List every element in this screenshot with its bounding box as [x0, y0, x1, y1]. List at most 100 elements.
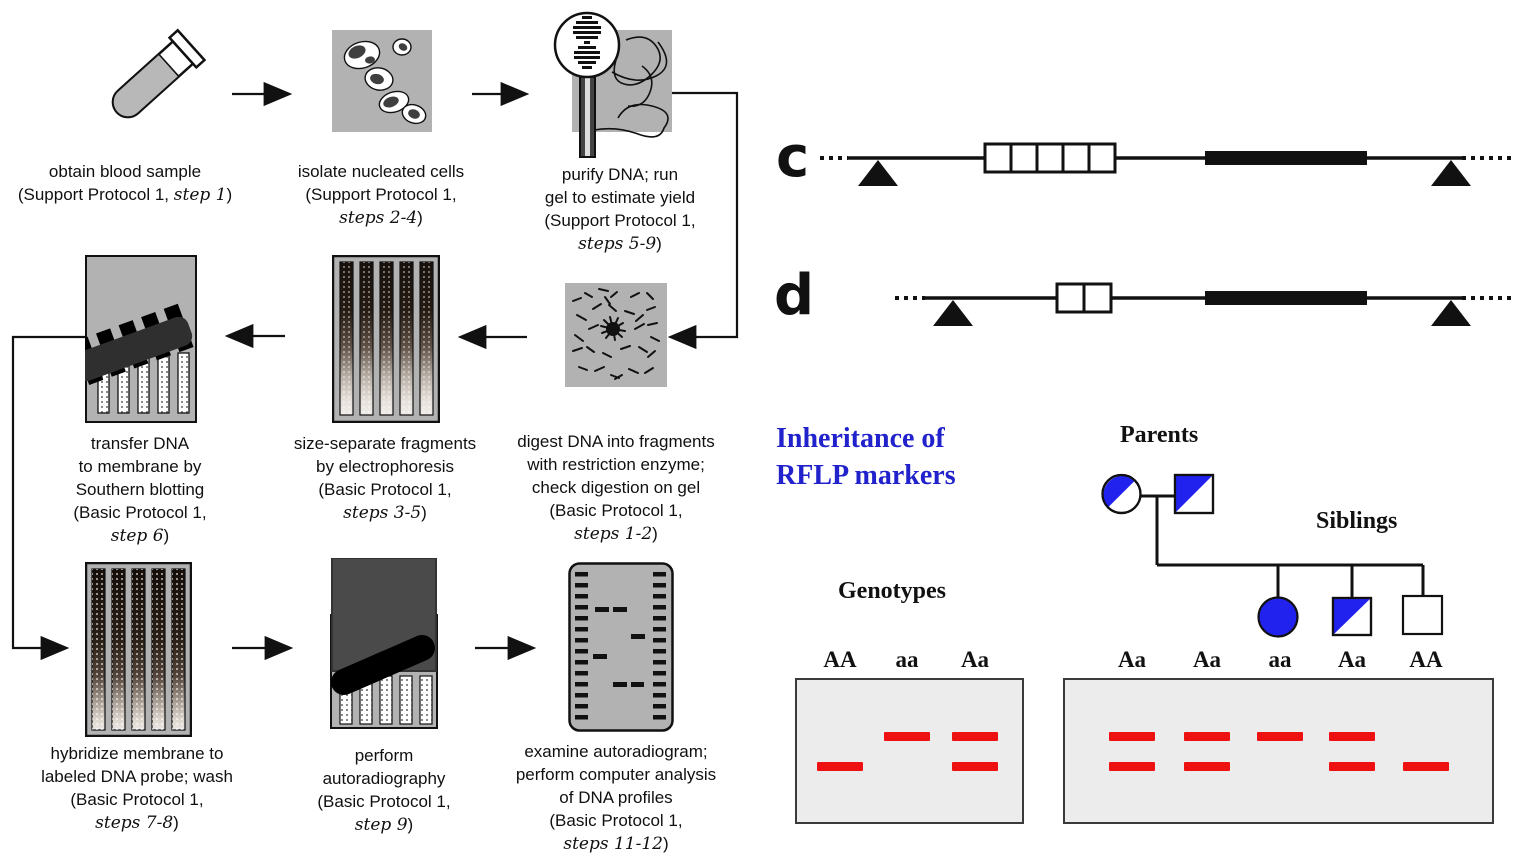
flowchart-connectors: [11, 81, 739, 661]
gel-band-low: [1184, 762, 1230, 771]
caption-line: labeled DNA probe; wash: [41, 767, 233, 786]
caption-line: hybridize membrane to: [50, 744, 224, 763]
caption-line: steps 7-8): [95, 813, 179, 833]
gel-band-low: [952, 762, 998, 771]
caption-line: (Support Protocol 1, step 1): [17, 185, 233, 205]
caption-line: isolate nucleated cells: [297, 162, 465, 181]
caption-line: steps 11-12): [563, 834, 669, 854]
caption-line: (Basic Protocol 1,: [549, 501, 683, 520]
caption-line: Southern blotting: [75, 480, 205, 499]
lane-genotype-label: Aa: [960, 647, 990, 672]
caption-line: steps 5-9): [578, 234, 662, 254]
electrophoresis-gel-illustration: [332, 255, 440, 423]
step-caption-separate: size-separate fragments by electrophoresi…: [272, 432, 498, 525]
map-c-probe-segment: [1205, 151, 1367, 165]
lane-genotype-label: Aa: [1337, 647, 1367, 672]
family-rflp-gel: Aa Aa aa Aa AA: [1063, 647, 1494, 824]
digested-dna-fragments-illustration: [565, 283, 667, 387]
gel-band-high: [1329, 732, 1375, 741]
step-caption-digest: digest DNA into fragments with restrictio…: [500, 430, 732, 546]
caption-line: (Support Protocol 1,: [544, 211, 696, 230]
map-c-cut-site-right-icon: [1431, 160, 1471, 186]
caption-line: (Basic Protocol 1,: [318, 480, 452, 499]
caption-line: with restriction enzyme;: [527, 455, 705, 474]
step-caption-hybridize: hybridize membrane to labeled DNA probe; …: [22, 742, 252, 835]
caption-line: gel to estimate yield: [544, 188, 696, 207]
sample-bands: [593, 607, 645, 687]
blood-sample-tube-illustration: [111, 28, 207, 119]
gel-band-low: [817, 762, 863, 771]
map-d-label: d: [774, 263, 815, 328]
caption-line: step 9): [354, 815, 414, 835]
gel-band-high: [884, 732, 930, 741]
caption-line: of DNA profiles: [559, 788, 673, 807]
step-caption-examine: examine autoradiogram;perform computer a…: [498, 740, 734, 856]
map-c-repeat-boxes: [983, 142, 1117, 174]
peeled-film-sheet: [331, 635, 435, 695]
caption-line: steps 1-2): [574, 524, 658, 544]
size-ladder-right: [653, 572, 666, 720]
inheritance-title-line1: Inheritance of: [776, 423, 945, 454]
lane-genotype-label: AA: [1409, 647, 1443, 672]
elbow-transfer-to-hybridize: [11, 335, 85, 661]
pedigree-lines: [1140, 494, 1425, 598]
inheritance-title-line2: RFLP markers: [776, 460, 956, 491]
caption-line: perform computer analysis: [515, 765, 717, 784]
caption-line: step 6): [110, 526, 170, 546]
caption-line: purify DNA; run: [561, 165, 679, 184]
siblings-label: Siblings: [1316, 508, 1398, 534]
caption-line: steps 2-4): [339, 208, 423, 228]
caption-line: steps 3-5): [343, 503, 427, 523]
caption-line: (Basic Protocol 1,: [70, 790, 204, 809]
caption-line: perform: [354, 746, 414, 765]
gel-band-low: [1329, 762, 1375, 771]
lane-genotype-label: Aa: [1117, 647, 1147, 672]
size-ladder-left: [575, 572, 588, 720]
lane-genotype-label: Aa: [1192, 647, 1222, 672]
genotypes-label: Genotypes: [838, 578, 946, 604]
restriction-maps: [820, 142, 1512, 326]
gel-band-low: [1109, 762, 1155, 771]
step-caption-cells: isolate nucleated cells (Support Protocol…: [276, 160, 486, 230]
gel-band-low: [1403, 762, 1449, 771]
map-d-cut-site-right-icon: [1431, 300, 1471, 326]
caption-line: (Basic Protocol 1,: [317, 792, 451, 811]
dna-helix-bands: [573, 16, 601, 69]
caption-line: digest DNA into fragments: [517, 432, 715, 451]
hybridized-membrane-illustration: [85, 562, 192, 737]
peeled-membrane: [85, 303, 194, 385]
child3-symbol: [1401, 594, 1444, 636]
southern-blot-transfer-illustration: [85, 255, 197, 423]
map-d-cut-site-left-icon: [933, 300, 973, 326]
caption-line: check digestion on gel: [531, 478, 701, 497]
autoradiography-film-illustration: [330, 558, 438, 729]
map-d-probe-segment: [1205, 291, 1367, 305]
caption-line: size-separate fragments: [293, 434, 477, 453]
caption-line: (Basic Protocol 1,: [73, 503, 207, 522]
lane-genotype-label: aa: [1268, 647, 1292, 672]
step-caption-purify: purify DNA; run gel to estimate yield (Sup…: [510, 163, 730, 256]
lane-genotype-label: AA: [823, 647, 857, 672]
gel-band-high: [952, 732, 998, 741]
gel-band-high: [1109, 732, 1155, 741]
gel-band-high: [1257, 732, 1303, 741]
autoradiogram-illustration: [568, 562, 674, 732]
map-c-cut-site-left-icon: [858, 160, 898, 186]
step-caption-blood: obtain blood sample(Support Protocol 1, …: [5, 160, 245, 207]
purify-dna-magnifier-illustration: [553, 11, 672, 158]
caption-line: by electrophoresis: [316, 457, 454, 476]
map-c-label: c: [776, 125, 810, 190]
nucleated-cells-illustration: [332, 30, 432, 132]
dna-strands: [593, 36, 669, 138]
parents-label: Parents: [1120, 422, 1199, 448]
map-d-repeat-boxes: [1055, 282, 1113, 314]
elbow-purify-to-digest: [667, 91, 739, 350]
caption-line: (Support Protocol 1,: [305, 185, 457, 204]
magnifier-lens: [553, 11, 621, 79]
gel-band-high: [1184, 732, 1230, 741]
caption-line: transfer DNA: [90, 434, 190, 453]
